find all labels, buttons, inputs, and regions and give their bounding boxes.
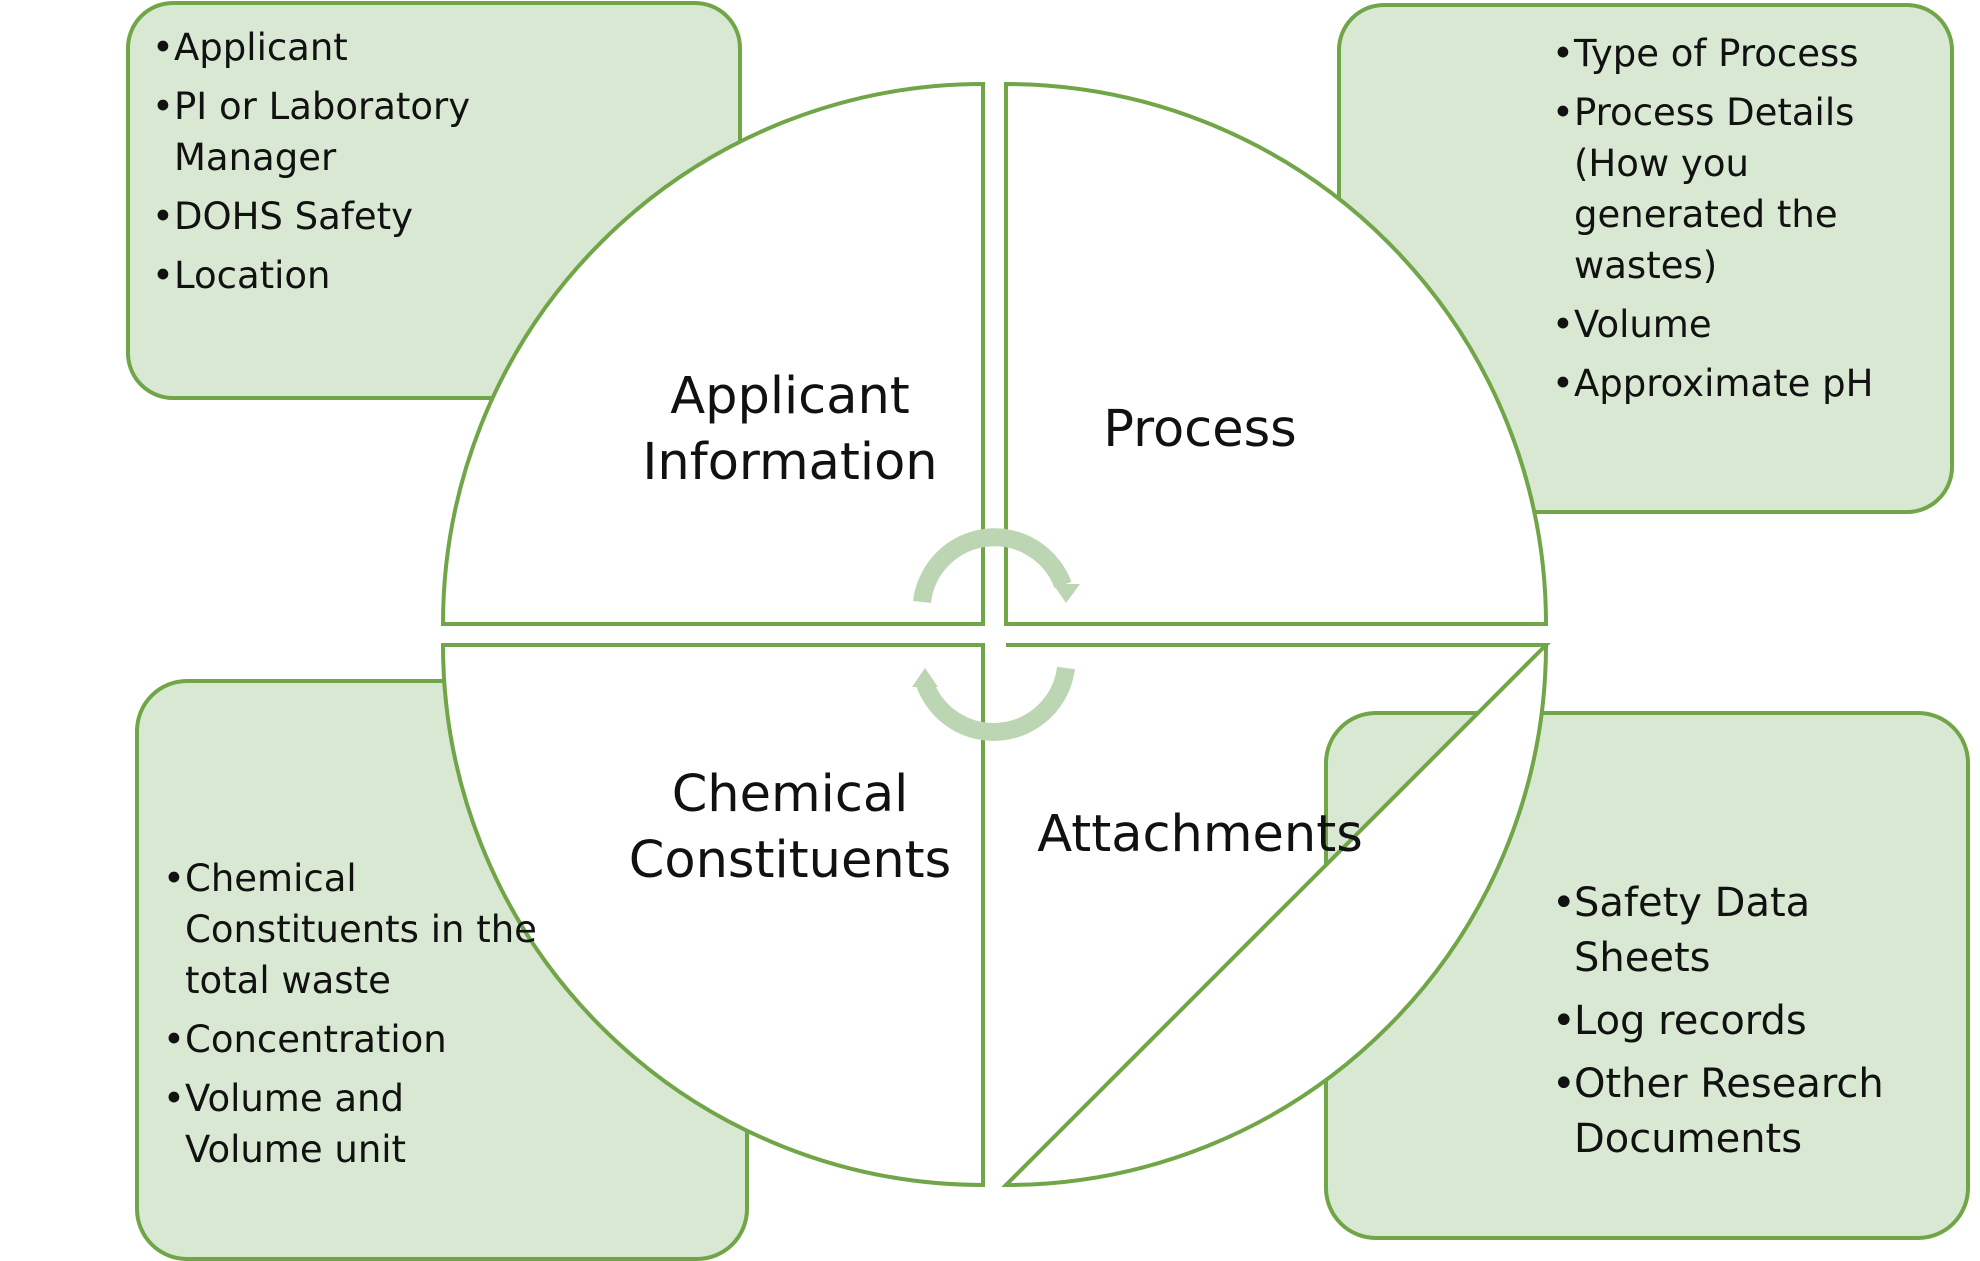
arrow-head-bottom [912,668,938,687]
card-top-left-list: Applicant PI or Laboratory Manager DOHS … [152,22,592,309]
quadrant-label-chemical: Chemical Constituents [628,765,952,890]
list-item: Location [152,250,592,301]
list-item: Approximate pH [1552,358,1922,409]
list-item: Log records [1552,994,1932,1049]
card-top-right-list: Type of Process Process Details (How you… [1552,28,1922,417]
list-item: Volume [1552,299,1922,350]
list-item: PI or Laboratory Manager [152,81,592,183]
quadrant-process [1004,81,1549,626]
arrow-head-top [1053,584,1080,603]
list-item: Process Details (How you generated the w… [1552,87,1922,291]
list-item: Applicant [152,22,592,73]
quadrant-label-attachments: Attachments [1037,805,1363,864]
list-item: Concentration [163,1014,543,1065]
quadrant-attachments [1001,643,1551,1188]
list-item: DOHS Safety [152,191,592,242]
list-item: Volume and Volume unit [163,1073,543,1175]
circular-arrows-icon [913,528,1075,741]
card-bottom-right-list: Safety Data Sheets Log records Other Res… [1552,876,1932,1175]
list-item: Other Research Documents [1552,1057,1932,1167]
quadrant-chemical [440,643,985,1188]
quadrant-label-process: Process [1103,400,1297,459]
card-bottom-left-list: Chemical Constituents in the total waste… [163,853,543,1183]
list-item: Chemical Constituents in the total waste [163,853,543,1006]
list-item: Safety Data Sheets [1552,876,1932,986]
list-item: Type of Process [1552,28,1922,79]
quadrant-label-applicant: Applicant Information [642,367,938,492]
